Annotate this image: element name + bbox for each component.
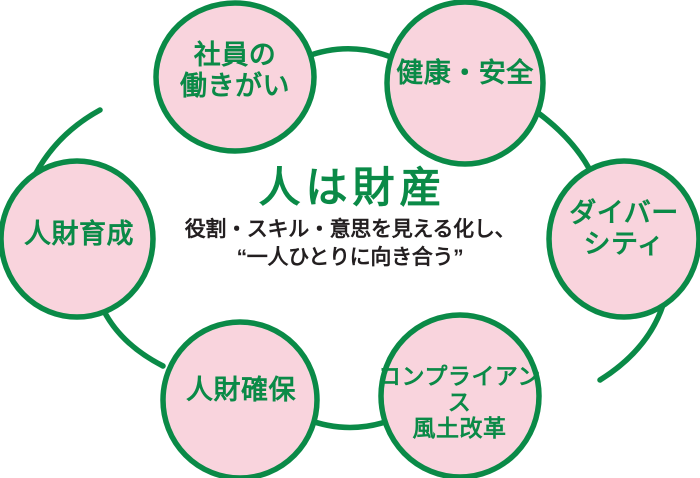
connector-bottom-left <box>98 302 166 369</box>
node-shape-diversity[interactable] <box>546 158 700 320</box>
node-shape-health-safety[interactable] <box>384 0 546 167</box>
connector-top <box>302 46 396 61</box>
connector-bottom-right <box>597 302 666 383</box>
node-shape-talent-development[interactable] <box>0 158 156 320</box>
connector-top-right <box>534 109 595 177</box>
node-shape-compliance[interactable] <box>378 312 542 478</box>
connector-bottom <box>303 416 397 431</box>
node-shape-employee-fulfillment[interactable] <box>153 0 317 154</box>
connector-top-left <box>33 107 103 176</box>
node-shape-talent-securing[interactable] <box>160 319 320 478</box>
